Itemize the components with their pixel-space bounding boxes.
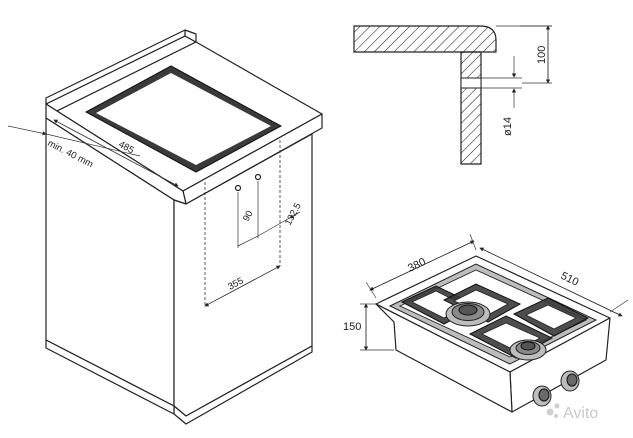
countertop-section-drawing: 100 ø14 <box>353 25 552 165</box>
dim-hole-diameter-label: ø14 <box>502 117 514 136</box>
countertop-section <box>353 25 497 53</box>
dim-150-label: 150 <box>343 321 361 333</box>
dim-510-label: 510 <box>559 270 581 289</box>
hob-knob-left <box>532 385 552 407</box>
avito-watermark: Avito <box>546 403 598 422</box>
hob-drawing: 380 510 150 <box>343 233 629 413</box>
hob-burner-large <box>445 301 491 327</box>
avito-watermark-text: Avito <box>563 405 598 422</box>
hob-knob-right <box>560 370 580 392</box>
hob-burner-small <box>509 339 547 361</box>
gas-hole-right <box>254 173 262 181</box>
dim-100-label: 100 <box>536 46 548 64</box>
dim-90-label: 90 <box>241 209 256 224</box>
cabinet-drawing: 485 min. 40 mm 90 132.5 355 <box>7 29 323 425</box>
gas-hole-left <box>234 184 242 192</box>
cabinet-wall-section <box>460 51 482 165</box>
dim-380-label: 380 <box>406 256 428 275</box>
